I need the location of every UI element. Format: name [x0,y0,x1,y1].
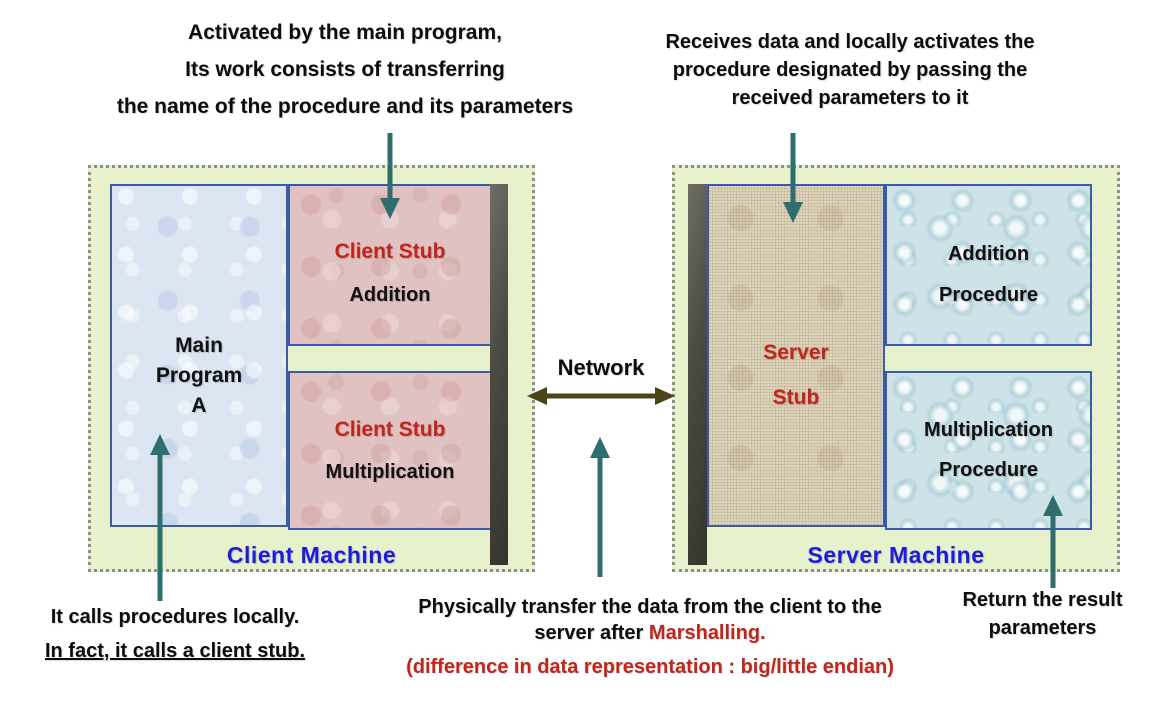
annotation-line: It calls procedures locally. [50,606,300,628]
annotation-line: received parameters to it [731,87,969,109]
server-stub-box: Server Stub [707,184,885,527]
annotation-line: Its work consists of transferring [185,58,505,81]
client-stub-subtitle: Multiplication [325,460,455,483]
server-machine-label: Server Machine [807,542,985,568]
annotation-return-result: Return the result parameters [940,586,1145,642]
annotation-server-stub-role: Receives data and locally activates the … [600,28,1100,112]
client-stub-title: Client Stub [334,417,446,441]
arrow-up-network-transfer-icon [590,437,610,577]
annotation-text-black: server after [534,622,649,644]
annotation-line: Activated by the main program, [188,21,502,44]
procedure-label: Multiplication [924,419,1053,441]
annotation-line: Receives data and locally activates the [665,31,1035,53]
annotation-main-program-role: It calls procedures locally. In fact, it… [20,600,330,668]
annotation-endian-note: (difference in data representation : big… [406,656,894,678]
main-program-label: Program [155,363,243,387]
main-program-label: Main [175,333,223,357]
client-stub-title: Client Stub [334,239,446,263]
procedure-label: Procedure [939,284,1038,306]
annotation-line: Return the result [962,589,1123,611]
annotation-line: Physically transfer the data from the cl… [418,596,882,618]
network-double-arrow-icon [527,387,675,405]
procedure-label: Addition [947,243,1030,265]
main-program-box: Main Program A [110,184,288,527]
annotation-text-marshalling: Marshalling. [648,622,766,644]
annotation-line: procedure designated by passing the [672,59,1028,81]
annotation-line: the name of the procedure and its parame… [116,95,574,118]
server-transport-bar [688,184,707,565]
annotation-line-underlined: In fact, it calls a client stub. [44,640,306,662]
client-machine-panel: Main Program A Client Stub Addition Clie… [88,165,535,572]
server-stub-label: Server [763,340,829,364]
annotation-client-stub-role: Activated by the main program, Its work … [40,14,650,125]
addition-procedure-box: Addition Procedure [885,184,1092,346]
annotation-network-role: Physically transfer the data from the cl… [370,594,930,680]
client-machine-label: Client Machine [226,542,397,568]
annotation-line: server after Marshalling. [370,620,930,646]
procedure-label: Procedure [939,459,1038,481]
client-stub-multiplication-box: Client Stub Multiplication [288,371,492,530]
client-stub-addition-box: Client Stub Addition [288,184,492,346]
client-stub-subtitle: Addition [349,283,431,306]
annotation-line: parameters [988,617,1097,639]
server-machine-panel: Server Stub Addition Procedure Multiplic… [672,165,1120,572]
main-program-label: A [191,393,207,417]
network-label: Network [557,355,645,380]
server-stub-label: Stub [772,385,820,409]
multiplication-procedure-box: Multiplication Procedure [885,371,1092,530]
client-transport-bar [490,184,508,565]
